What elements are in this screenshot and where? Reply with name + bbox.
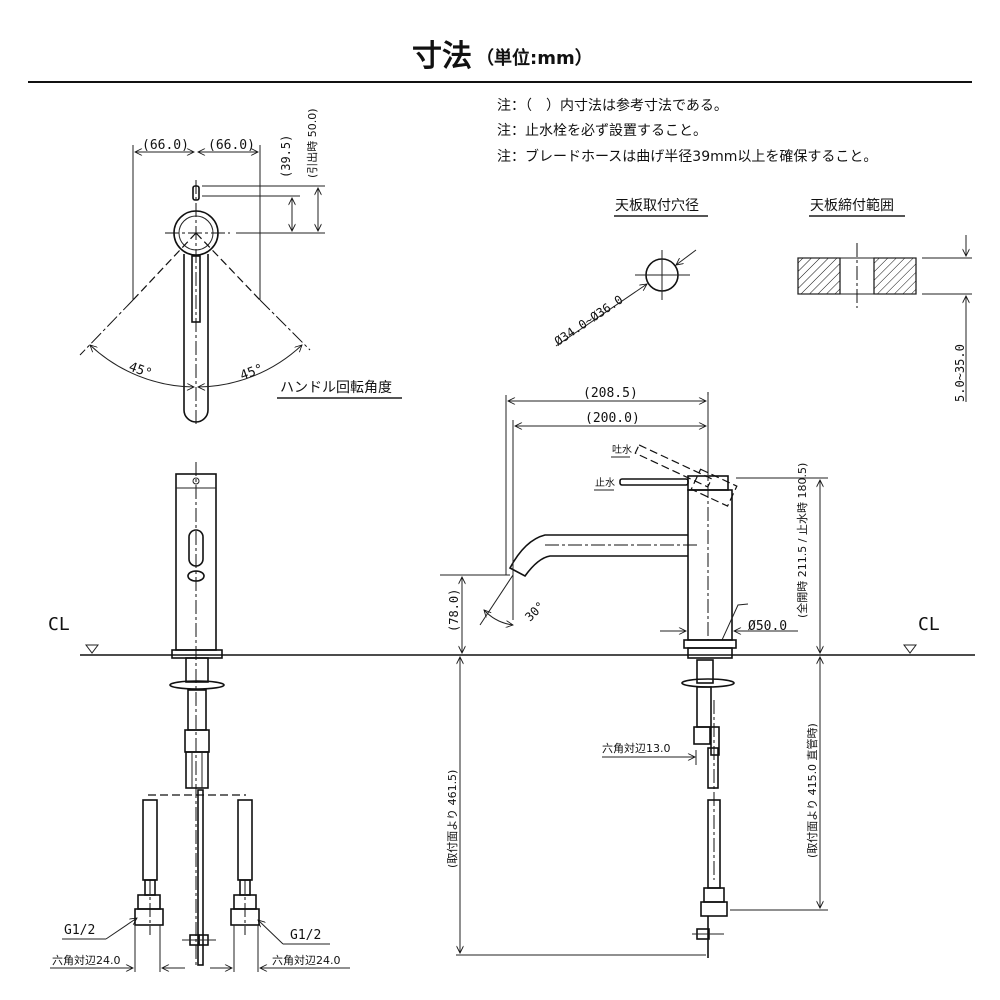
unit-label: （単位:mm） xyxy=(476,47,593,69)
dim-height: (全開時 211.5 / 止水時 180.5) xyxy=(795,463,809,618)
top-view: (66.0) (66.0) (39.5) (引出時 50.0) 45° 45° … xyxy=(79,108,402,425)
dim-pull-50: (引出時 50.0) xyxy=(305,108,319,178)
spout-angle: 30° xyxy=(522,599,547,624)
dim-hose-length: (取付面より 461.5) xyxy=(446,770,459,868)
note-1: 注：（ ）内寸法は参考寸法である。 xyxy=(497,97,728,114)
label-closed: 止水 xyxy=(595,477,615,489)
dim-reach-200: (200.0) xyxy=(585,411,640,426)
hole-caption: 天板取付穴径 xyxy=(615,198,699,214)
handle-rotation-caption: ハンドル回転角度 xyxy=(280,380,392,396)
hose-left xyxy=(134,799,164,935)
clamp-caption: 天板締付範囲 xyxy=(810,197,894,214)
hex-mid: 六角対辺13.0 xyxy=(602,741,671,755)
dim-left-66: (66.0) xyxy=(142,138,189,153)
notes: 注：（ ）内寸法は参考寸法である。 注：止水栓を必ず設置すること。 注：ブレード… xyxy=(497,97,877,165)
dim-lever-39-5: (39.5) xyxy=(279,135,293,178)
dim-spout-height: (78.0) xyxy=(447,589,461,632)
label-open: 吐水 xyxy=(612,444,632,456)
thread-right: G1/2 xyxy=(290,928,321,943)
angle-right: 45° xyxy=(238,362,265,384)
dim-reach-208-5: (208.5) xyxy=(583,386,638,401)
hex-right: 六角対辺24.0 xyxy=(272,953,341,967)
note-3: 注：ブレードホースは曲げ半径39mm以上を確保すること。 xyxy=(497,148,877,165)
thread-left: G1/2 xyxy=(64,923,95,938)
page-header: 寸法 （単位:mm） xyxy=(28,39,972,83)
hole-diameter: Ø34.0~Ø36.0 xyxy=(552,292,626,348)
dim-body-diameter: Ø50.0 xyxy=(748,619,787,634)
cl-label-left: CL xyxy=(48,614,70,635)
hose-right xyxy=(230,799,260,935)
note-2: 注：止水栓を必ず設置すること。 xyxy=(497,123,707,139)
cl-label-right: CL xyxy=(918,614,940,635)
front-view: CL xyxy=(48,462,350,972)
hex-left: 六角対辺24.0 xyxy=(52,953,121,967)
page-title: 寸法 xyxy=(412,39,472,74)
clamp-range-detail: 天板締付範囲 5.0~35.0 xyxy=(797,197,972,402)
clamp-thickness: 5.0~35.0 xyxy=(953,344,967,402)
angle-left: 45° xyxy=(127,360,154,382)
side-view: CL 吐水 止水 xyxy=(440,386,940,958)
dim-right-66: (66.0) xyxy=(208,138,255,153)
dim-pipe-length: (取付面より 415.0 直管時) xyxy=(805,723,819,858)
mounting-hole-detail: 天板取付穴径 Ø34.0~Ø36.0 xyxy=(552,198,708,348)
